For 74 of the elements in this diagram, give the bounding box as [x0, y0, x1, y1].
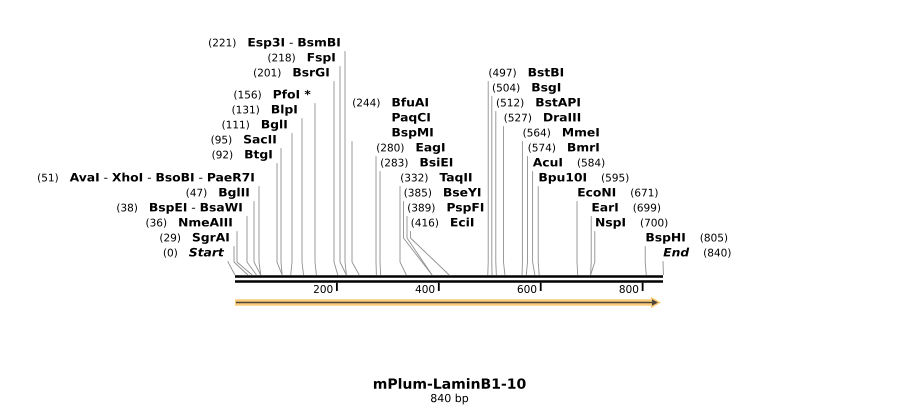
- enzyme-site-label: NspI (700): [596, 218, 668, 229]
- leader-line: [376, 156, 377, 276]
- leader-line: [352, 140, 360, 276]
- leader-line: [314, 102, 317, 276]
- leader-line: [302, 118, 304, 276]
- enzyme-site-label: (283) BsiEI: [381, 158, 452, 168]
- enzyme-site-label: (389) PspFI: [408, 203, 484, 214]
- leader-line: [344, 50, 347, 276]
- enzyme-site-label: (38) BspEI - BsaWI: [117, 203, 242, 214]
- sequence-bar: [235, 275, 663, 283]
- leader-line: [522, 140, 523, 276]
- enzyme-site-label: (201) BsrGI: [254, 68, 329, 78]
- tick-label: 200: [314, 285, 332, 293]
- leader-line: [406, 216, 433, 276]
- leader-line: [526, 156, 528, 276]
- enzyme-site-label: (504) BsgI: [492, 83, 560, 94]
- leader-line: [400, 186, 407, 276]
- leader-line: [334, 80, 338, 276]
- leader-line: [254, 200, 262, 276]
- enzyme-site-label: (156) PfoI *: [234, 90, 311, 100]
- enzyme-site-label: End (840): [663, 248, 730, 258]
- enzyme-site-label: (244) BfuAI PaqCI BspMI: [353, 98, 433, 139]
- enzyme-site-label: (527) DraIII: [504, 113, 580, 123]
- leader-line: [590, 230, 596, 276]
- leader-line: [228, 260, 236, 276]
- tick-label: 400: [416, 285, 434, 293]
- leader-line: [538, 186, 540, 276]
- enzyme-site-label: (497) BstBI: [489, 68, 564, 78]
- sequence-length: 840 bp: [431, 394, 468, 404]
- leader-line: [487, 80, 489, 276]
- enzyme-site-label: (95) SacII: [212, 134, 276, 145]
- leader-line: [276, 162, 283, 276]
- enzyme-site-label: BspHI (805): [646, 233, 728, 244]
- enzyme-site-label: EcoNI (671): [578, 188, 658, 198]
- enzyme-site-label: (221) Esp3I - BsmBI: [209, 38, 340, 49]
- enzyme-site-label: (416) EciI: [412, 218, 474, 228]
- enzyme-site-label: Bpu10I (595): [540, 172, 628, 184]
- leader-line: [246, 216, 257, 276]
- enzyme-site-label: (218) FspI: [268, 53, 335, 64]
- enzyme-site-label: (29) SgrAI: [160, 232, 229, 244]
- enzyme-site-label: (131) BlpI: [232, 104, 297, 116]
- enzyme-site-label: (280) EagI: [377, 143, 444, 154]
- leader-line: [410, 230, 450, 276]
- enzyme-site-label: (332) TaqII: [401, 173, 472, 184]
- enzyme-site-label: (47) BglII: [186, 188, 249, 199]
- map-title: mPlum-LaminB1-10: [374, 378, 526, 389]
- enzyme-site-label: EarI (699): [592, 203, 660, 213]
- leader-line: [576, 200, 578, 276]
- leader-line: [258, 186, 262, 276]
- leader-line: [590, 216, 592, 276]
- enzyme-site-label: (111) BglI: [222, 120, 287, 131]
- leader-line: [380, 170, 382, 276]
- enzyme-site-label: (36) NmeAIII: [146, 218, 232, 228]
- enzyme-site-label: (92) BtgI: [212, 150, 272, 161]
- leader-line: [503, 126, 506, 276]
- enzyme-site-label: AcuI (584): [532, 158, 604, 168]
- leader-line: [234, 246, 248, 276]
- enzyme-site-label: (574) BmrI: [528, 143, 599, 153]
- enzyme-site-label: (51) AvaI - XhoI - BsoBI - PaeR7I: [38, 172, 254, 183]
- leader-line: [340, 66, 347, 276]
- leader-line: [532, 170, 536, 276]
- enzyme-site-label: (512) BstAPI: [496, 98, 580, 108]
- leader-line: [644, 246, 647, 276]
- tick-label: 600: [518, 285, 536, 293]
- leader-line: [491, 96, 492, 276]
- leader-line: [662, 260, 664, 276]
- enzyme-site-label: (0) Start: [164, 248, 224, 258]
- leader-line: [403, 200, 433, 276]
- leader-line: [236, 230, 253, 276]
- leader-line: [280, 148, 283, 276]
- leader-line: [290, 132, 292, 276]
- leader-line: [495, 110, 497, 276]
- enzyme-site-label: (564) MmeI: [524, 128, 599, 138]
- enzyme-site-label: (385) BseYI: [404, 188, 480, 198]
